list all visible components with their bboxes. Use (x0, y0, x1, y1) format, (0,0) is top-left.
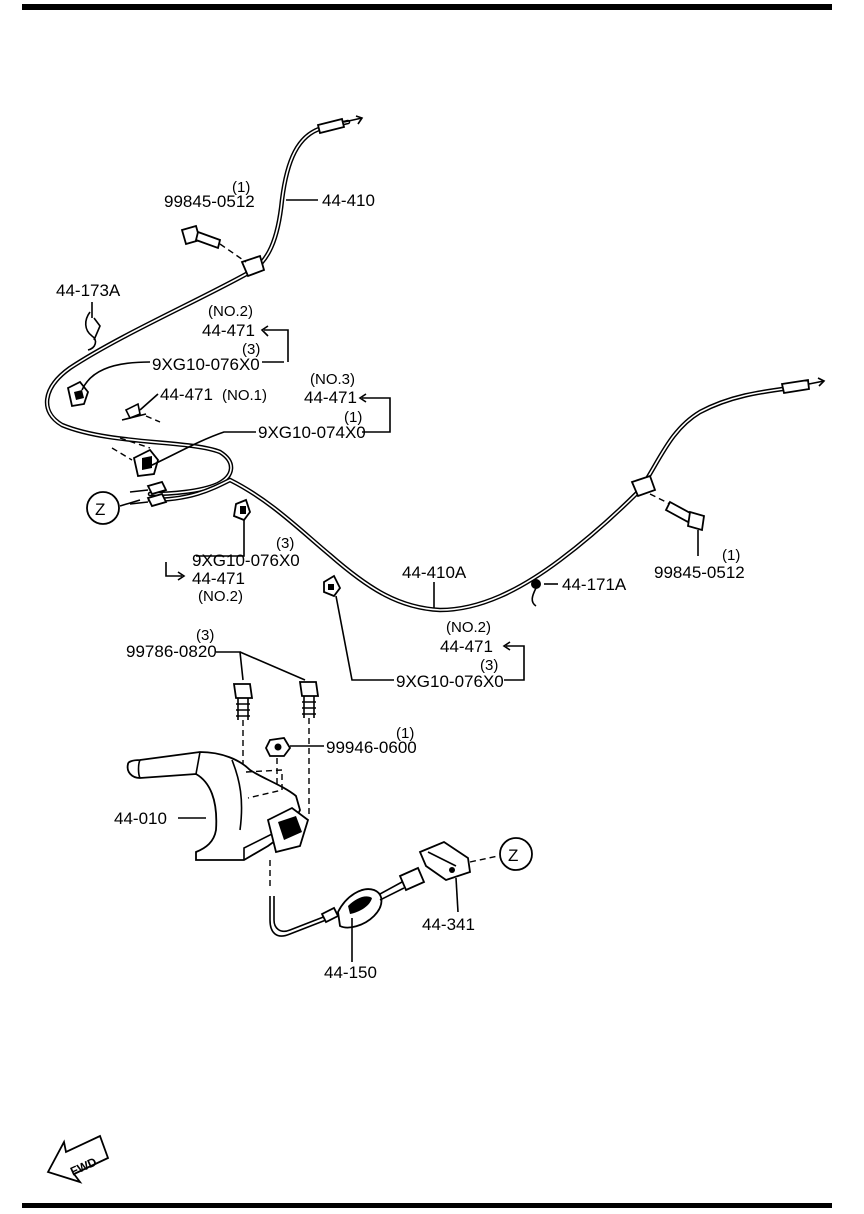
label-44-471-lower: 44-471 (440, 637, 493, 656)
label-44-171a: 44-171A (562, 575, 627, 594)
label-44-010: 44-010 (114, 809, 167, 828)
label-9xg10-076x0-middle: 9XG10-076X0 (192, 551, 300, 570)
note-44-471-no2-middle: (NO.2) (198, 588, 243, 605)
label-44-471-upper: 44-471 (202, 321, 255, 340)
part-labels: 44-410 (1) 99845-0512 44-173A (NO.2) 44-… (56, 179, 745, 982)
clip-44-471-no3 (111, 437, 159, 477)
view-marker-z-right: Z (499, 837, 533, 871)
bolt-99845-0512-right (649, 493, 706, 532)
leader-lines (81, 199, 699, 962)
label-99845-right: 99845-0512 (654, 563, 745, 582)
cable-end-fittings (129, 480, 168, 508)
qty-9xg10-074x0: (1) (344, 409, 362, 426)
qty-99845-right: (1) (722, 547, 740, 564)
qty-9xg10-076x0-upper: (3) (242, 341, 260, 358)
label-44-173a: 44-173A (56, 281, 121, 300)
view-marker-z-left: Z (86, 491, 120, 525)
note-44-471-no2-upper: (NO.2) (208, 303, 253, 320)
label-99845-top: 99845-0512 (164, 192, 255, 211)
label-44-471-middle: 44-471 (192, 569, 245, 588)
note-44-471-no2-lower: (NO.2) (446, 619, 491, 636)
label-44-410: 44-410 (322, 191, 375, 210)
clip-44-471-no2-lower (323, 574, 342, 598)
clip-44-471-no2-middle (232, 498, 252, 522)
cable-44-410 (44, 115, 364, 497)
qty-99946-0600: (1) (396, 725, 414, 742)
bolt-99845-0512-top (180, 224, 247, 263)
note-44-471-no1: (NO.1) (222, 387, 267, 404)
z-left-label: Z (95, 500, 105, 519)
qty-9xg10-076x0-middle: (3) (276, 535, 294, 552)
label-99786-0820: 99786-0820 (126, 642, 217, 661)
fwd-arrow-icon: FWD (46, 1134, 110, 1184)
note-44-471-no3: (NO.3) (310, 371, 355, 388)
label-9xg10-076x0-upper: 9XG10-076X0 (152, 355, 260, 374)
clip-44-171a (531, 579, 541, 607)
qty-9xg10-076x0-lower: (3) (480, 657, 498, 674)
top-border-rule (22, 4, 832, 10)
label-44-410a: 44-410A (402, 563, 467, 582)
bottom-border-rule (22, 1203, 832, 1208)
label-9xg10-076x0-lower: 9XG10-076X0 (396, 672, 504, 691)
label-44-471-no1: 44-471 (160, 385, 213, 404)
front-cable-44-150 (269, 860, 426, 937)
label-44-341: 44-341 (422, 915, 475, 934)
bracket-44-341 (418, 840, 499, 881)
clip-44-173a (84, 311, 101, 351)
label-99946-0600: 99946-0600 (326, 738, 417, 757)
label-44-150: 44-150 (324, 963, 377, 982)
label-9xg10-074x0: 9XG10-074X0 (258, 423, 366, 442)
clip-44-471-no1 (121, 402, 161, 423)
lever-assembly-44-010 (126, 751, 310, 861)
label-44-471-no3: 44-471 (304, 388, 357, 407)
qty-99845-top: (1) (232, 179, 250, 196)
cable-44-410a (147, 377, 826, 613)
z-right-label: Z (508, 846, 518, 865)
qty-99786-0820: (3) (196, 627, 214, 644)
